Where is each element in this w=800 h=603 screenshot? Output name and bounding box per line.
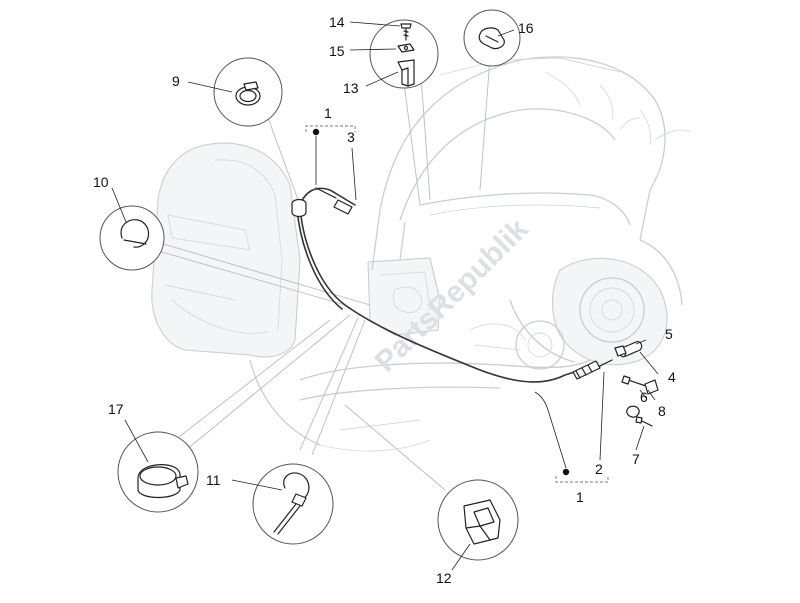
callout-label-1-top: 1 xyxy=(324,105,332,121)
callout-label-17: 17 xyxy=(108,401,124,417)
detail-bubble-13-15 xyxy=(349,19,439,89)
callout-labels: 1 1 2 3 4 5 6 7 8 9 10 11 12 13 14 15 16… xyxy=(93,14,676,586)
assembly-bracket-top xyxy=(305,125,356,185)
callout-label-10: 10 xyxy=(93,174,109,190)
detail-bubble-17 xyxy=(117,419,199,513)
assembly-bracket-bottom xyxy=(534,391,609,483)
callout-label-4: 4 xyxy=(668,369,676,385)
detail-bubble-9 xyxy=(187,57,283,127)
callout-label-12: 12 xyxy=(436,570,452,586)
callout-label-1-bottom: 1 xyxy=(576,489,584,505)
detail-bubble-16 xyxy=(463,9,521,67)
callout-label-8: 8 xyxy=(658,403,666,419)
callout-label-2: 2 xyxy=(595,461,603,477)
callout-lines xyxy=(351,147,659,461)
callout-label-11: 11 xyxy=(206,472,221,488)
callout-label-13: 13 xyxy=(343,80,359,96)
callout-label-5: 5 xyxy=(665,326,673,342)
detail-bubble-11 xyxy=(231,463,334,545)
callout-label-9: 9 xyxy=(172,73,180,89)
callout-label-16: 16 xyxy=(518,20,534,36)
scooter-body-outline xyxy=(151,56,691,452)
callout-label-3: 3 xyxy=(347,129,355,145)
main-cable xyxy=(291,187,613,383)
callout-label-7: 7 xyxy=(632,451,640,467)
callout-label-14: 14 xyxy=(329,14,345,30)
callout-label-15: 15 xyxy=(329,43,345,59)
callout-label-6: 6 xyxy=(640,389,648,405)
detail-bubble-12 xyxy=(437,479,519,571)
detail-bubble-10 xyxy=(99,187,165,271)
